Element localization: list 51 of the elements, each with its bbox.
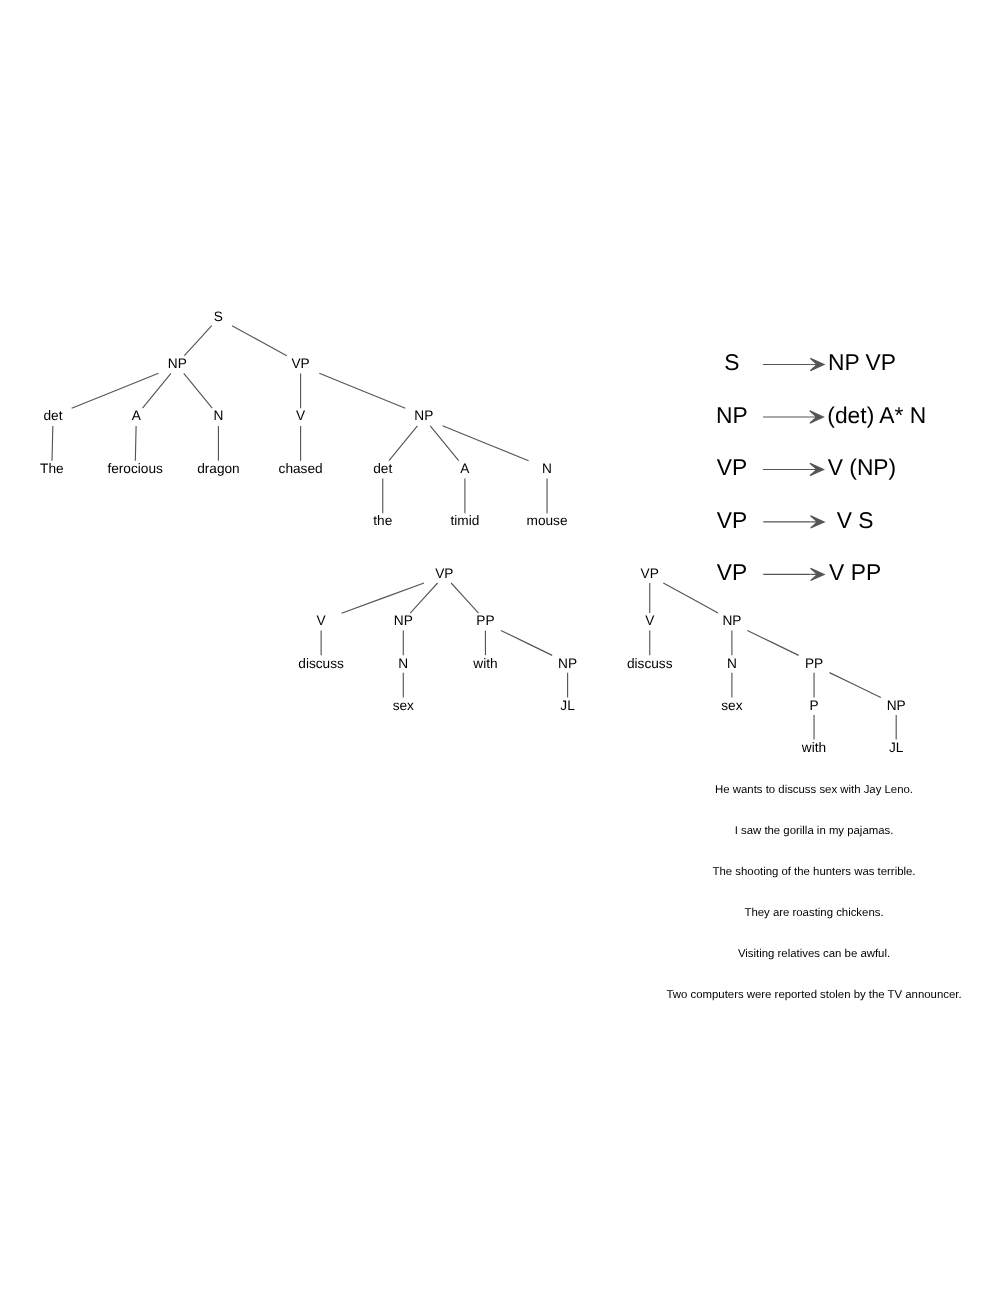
- connector: [409, 582, 439, 614]
- connector: [484, 630, 486, 656]
- connector: [183, 325, 213, 357]
- connector: [402, 672, 404, 698]
- arrow: [762, 357, 825, 372]
- connector: [813, 672, 815, 698]
- connector: [382, 477, 384, 514]
- connector: [464, 477, 466, 514]
- node-text: VP: [716, 457, 748, 482]
- connector: [318, 372, 406, 409]
- connector: [813, 714, 815, 741]
- node-text: (det) A* N: [827, 404, 927, 429]
- connector: [300, 372, 302, 409]
- connector: [71, 372, 160, 409]
- connector: [731, 672, 733, 698]
- node-text: V S: [836, 509, 874, 534]
- connector: [231, 325, 288, 357]
- connector: [662, 582, 719, 614]
- connector: [731, 630, 733, 656]
- connector: [141, 372, 172, 409]
- connector: [300, 425, 302, 462]
- node-text: V PP: [829, 562, 882, 587]
- connector: [546, 477, 548, 514]
- arrow: [762, 462, 825, 477]
- connector: [828, 672, 882, 699]
- node-text: VP: [716, 509, 748, 534]
- connector: [746, 629, 800, 656]
- node-text: NP: [716, 404, 748, 429]
- arrow: [762, 410, 825, 424]
- node-text: NP VP: [827, 352, 896, 377]
- connector: [320, 630, 322, 656]
- connector: [51, 425, 54, 462]
- arrow: [762, 515, 825, 529]
- connector: [441, 425, 530, 462]
- node-text: S: [724, 352, 740, 377]
- connector: [649, 630, 651, 656]
- connector: [217, 425, 219, 462]
- node-text: V (NP): [827, 457, 897, 482]
- connector: [895, 714, 897, 741]
- connector: [402, 630, 404, 656]
- connector: [450, 582, 480, 614]
- connector: [649, 582, 651, 614]
- connector: [134, 425, 137, 462]
- arrow: [762, 567, 825, 582]
- connector: [388, 425, 418, 462]
- connector: [429, 425, 460, 462]
- node-text: VP: [716, 562, 748, 587]
- connector: [183, 372, 213, 409]
- connector: [340, 582, 425, 614]
- connector: [567, 672, 569, 698]
- connector: [500, 629, 553, 656]
